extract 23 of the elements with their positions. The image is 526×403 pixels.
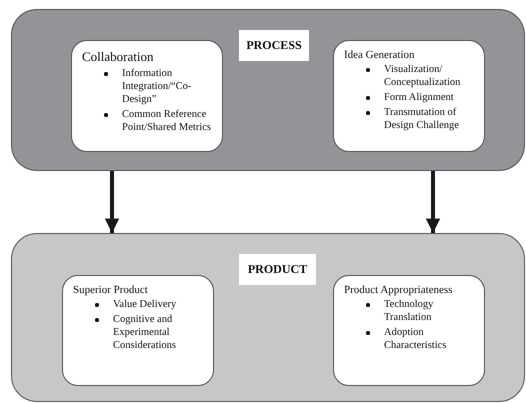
bullet-item: Common Reference Point/Shared Metrics bbox=[122, 109, 211, 133]
category-card bbox=[333, 275, 485, 386]
bullet-item: Value Delivery bbox=[113, 299, 176, 310]
category-card bbox=[71, 40, 223, 152]
category-card bbox=[333, 40, 485, 152]
panel-heading: PROCESS bbox=[239, 30, 309, 61]
category-card bbox=[62, 275, 214, 386]
panel-heading: PRODUCT bbox=[239, 254, 316, 285]
arrow bbox=[104, 171, 120, 233]
arrow bbox=[426, 171, 440, 233]
card-heading: Superior Product bbox=[73, 284, 149, 296]
bullet-item: Information Integration/“Co-Design” bbox=[122, 68, 192, 105]
card-heading: Collaboration bbox=[82, 49, 154, 65]
bullet-item: Visualization/ Conceptualization bbox=[384, 64, 460, 88]
group-panel bbox=[11, 9, 525, 171]
group-panel bbox=[11, 233, 525, 402]
card-heading: Product Appropriateness bbox=[344, 284, 454, 296]
bullet-item: Adoption Characteristics bbox=[384, 327, 446, 351]
bullet-item: Technology Translation bbox=[384, 299, 434, 323]
card-heading: Idea Generation bbox=[344, 49, 416, 61]
bullet-item: Form Alignment bbox=[384, 92, 454, 103]
bullet-item: Cognitive and Experimental Considerations bbox=[113, 314, 176, 351]
bullet-item: Transmutation of Design Challenge bbox=[384, 107, 459, 131]
